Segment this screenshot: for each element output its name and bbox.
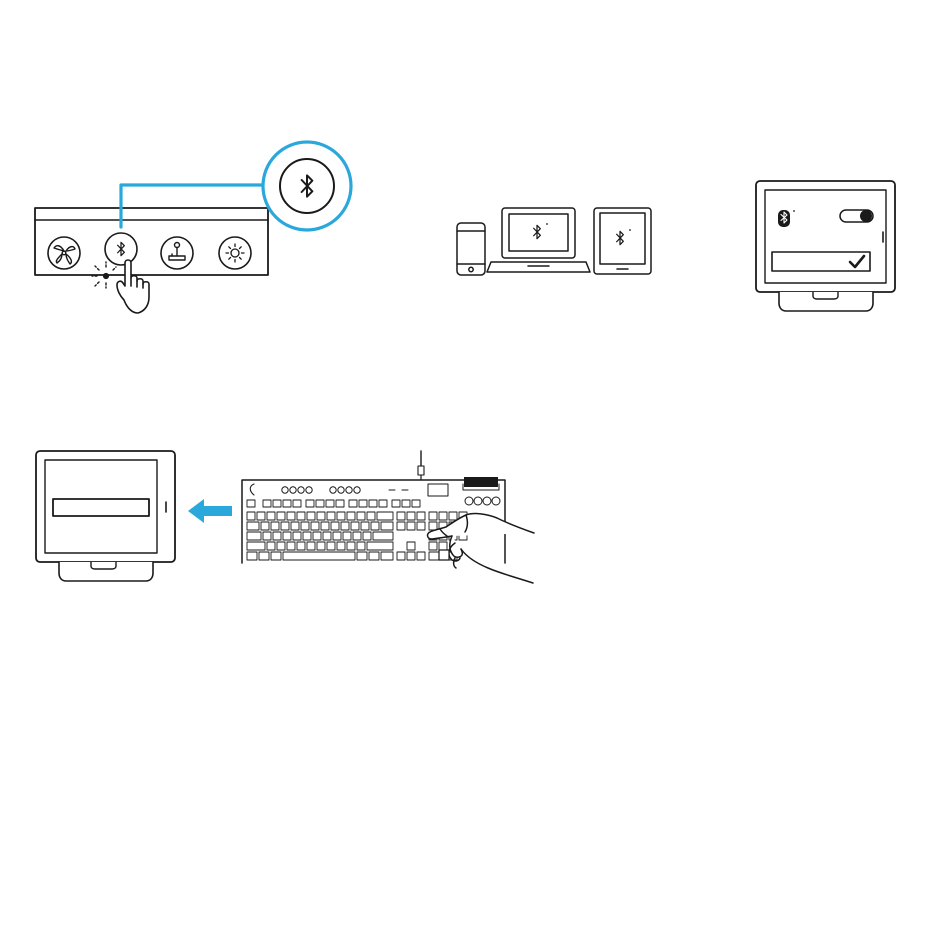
fan-button[interactable] [48, 237, 80, 269]
arrow-left-icon [188, 499, 232, 523]
bluetooth-button[interactable] [105, 233, 137, 265]
tablet-icon [594, 208, 651, 274]
pointing-hand-icon [117, 260, 149, 313]
bluetooth-badge-icon [778, 210, 795, 227]
joystick-button[interactable] [161, 237, 193, 269]
typing-hand-icon [428, 514, 534, 583]
phone-icon [457, 223, 485, 275]
magnified-bluetooth-button [263, 142, 351, 230]
step-4-type-pairing-code [36, 451, 534, 583]
step-3-bluetooth-settings-tablet [756, 181, 895, 311]
bluetooth-toggle[interactable] [840, 210, 873, 222]
code-entry-tablet [36, 451, 175, 581]
step-2-compatible-devices [457, 208, 651, 275]
pairing-code-field[interactable] [53, 499, 149, 516]
bluetooth-icon [617, 231, 624, 244]
step-1-bluetooth-button-panel [35, 142, 351, 313]
keyboard-icon [242, 451, 505, 563]
laptop-icon [487, 208, 590, 272]
bluetooth-icon [534, 225, 541, 238]
pairing-confirm-field[interactable] [772, 252, 870, 271]
bluetooth-settings-row [778, 210, 873, 227]
brightness-button[interactable] [219, 237, 251, 269]
checkmark-icon [850, 256, 864, 267]
